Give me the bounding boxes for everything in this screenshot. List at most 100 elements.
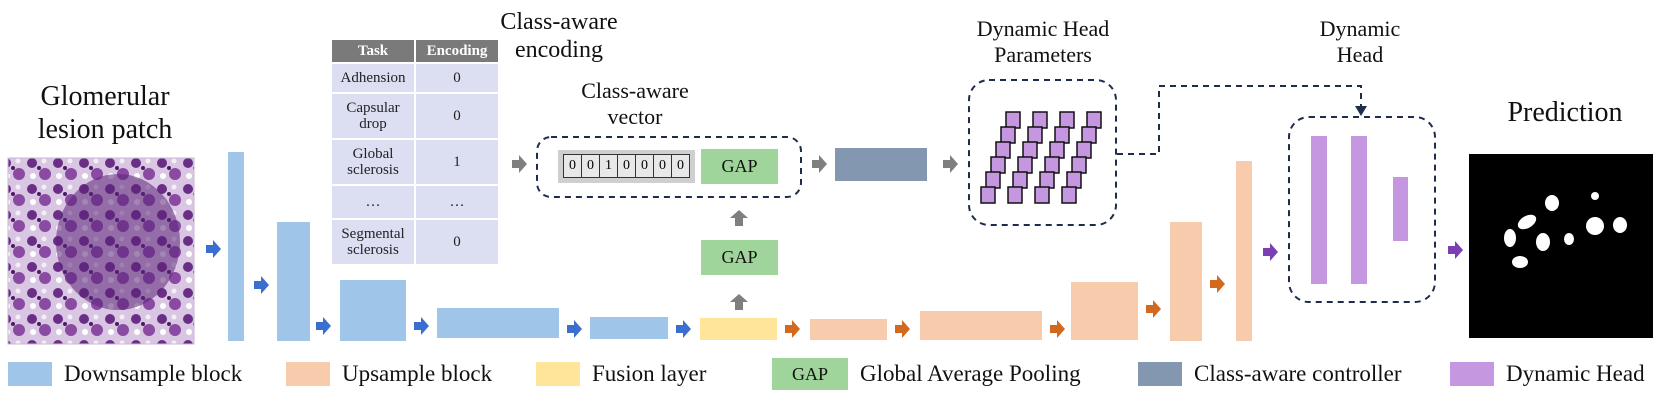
parameter-square — [1071, 156, 1087, 174]
parameter-stacks — [980, 111, 1102, 204]
task-cell: Capsular drop — [332, 94, 414, 138]
legend-swatch — [536, 362, 580, 386]
table-row: Capsular drop 0 — [332, 94, 498, 138]
parameter-square — [1076, 141, 1092, 159]
table-header-task: Task — [332, 40, 414, 62]
parameter-square — [1034, 186, 1050, 204]
legend-gap: GAP Global Average Pooling — [772, 358, 1081, 390]
parameter-square — [1039, 171, 1055, 189]
downsample-block-1 — [228, 152, 244, 341]
legend-label: Downsample block — [64, 361, 243, 386]
parameter-square — [1000, 126, 1016, 144]
legend-upsample: Upsample block — [286, 359, 492, 389]
dynamic-head-label: Dynamic Head — [1319, 16, 1401, 67]
parameter-square — [1007, 186, 1023, 204]
table-row: Global sclerosis 1 — [332, 140, 498, 184]
input-patch-label: Glomerular lesion patch — [37, 81, 173, 146]
class-aware-vector-label: Class-aware vector — [581, 78, 689, 129]
parameter-square — [1012, 171, 1028, 189]
legend-label: Global Average Pooling — [860, 361, 1081, 386]
dynamic-head-box — [1288, 116, 1436, 303]
encoding-cell: 0 — [416, 94, 498, 138]
blue-arrow — [254, 276, 269, 294]
gray-arrow-up — [730, 294, 748, 310]
gray-arrow-up — [730, 210, 748, 226]
prediction-label: Prediction — [1507, 97, 1623, 128]
parameter-square — [980, 186, 996, 204]
class-encoding-table: Task Encoding Adhension 0 Capsular drop … — [330, 38, 500, 266]
legend-downsample: Downsample block — [8, 359, 242, 389]
parameter-square — [1022, 141, 1038, 159]
table-row: Segmental sclerosis 0 — [332, 220, 498, 264]
gray-arrow-right — [943, 155, 958, 173]
blue-arrow — [676, 320, 691, 338]
vector-cell: 0 — [635, 154, 654, 178]
encoding-cell: 0 — [416, 220, 498, 264]
parameter-square — [1086, 111, 1102, 129]
downsample-block-2 — [277, 222, 310, 341]
purple-arrow — [1263, 243, 1278, 261]
legend-label: Fusion layer — [592, 361, 707, 386]
parameter-square — [1005, 111, 1021, 129]
legend-label: Dynamic Head — [1506, 361, 1645, 386]
fusion-layer — [700, 318, 777, 340]
blue-arrow — [316, 317, 331, 335]
upsample-block-5 — [1236, 161, 1252, 341]
encoding-cell: 0 — [416, 64, 498, 92]
dynamic-head-layer-1 — [1311, 136, 1327, 284]
vector-cell: 1 — [599, 154, 618, 178]
legend-swatch — [1450, 362, 1494, 386]
gap-block-middle: GAP — [701, 240, 778, 275]
gray-arrow-right — [512, 155, 527, 173]
glomerulus-tuft — [56, 174, 180, 310]
class-aware-controller — [835, 148, 927, 181]
dynamic-head-parameters-box — [968, 79, 1117, 226]
purple-arrow — [1448, 241, 1463, 259]
task-cell: Global sclerosis — [332, 140, 414, 184]
vector-cell: 0 — [581, 154, 600, 178]
blue-arrow — [567, 320, 582, 338]
legend-dynamic-head: Dynamic Head — [1450, 359, 1645, 389]
blue-arrow — [414, 317, 429, 335]
legend-swatch — [286, 362, 330, 386]
downsample-block-5 — [590, 317, 668, 339]
vector-cell: 0 — [617, 154, 636, 178]
blue-arrow — [206, 240, 221, 258]
predicted-lesions — [1504, 192, 1627, 268]
parameter-square — [1059, 111, 1075, 129]
vector-cell: 0 — [671, 154, 690, 178]
connector-arrowhead — [1355, 106, 1367, 116]
orange-arrow — [895, 320, 910, 338]
table-row: … … — [332, 186, 498, 218]
dynamic-head-layer-3 — [1393, 177, 1408, 241]
class-aware-vector-box — [536, 136, 802, 198]
parameter-square — [990, 156, 1006, 174]
dynamic-head-parameters-label: Dynamic Head Parameters — [976, 16, 1110, 67]
parameter-square — [1061, 186, 1077, 204]
prediction-mask — [1469, 154, 1653, 338]
legend-swatch — [1138, 362, 1182, 386]
orange-arrow — [785, 320, 800, 338]
table-row: Adhension 0 — [332, 64, 498, 92]
legend-label: Class-aware controller — [1194, 361, 1402, 386]
legend-fusion: Fusion layer — [536, 359, 706, 389]
vector-cell: 0 — [653, 154, 672, 178]
parameter-square — [1054, 126, 1070, 144]
legend-controller: Class-aware controller — [1138, 359, 1402, 389]
gray-arrow-right — [812, 155, 827, 173]
task-cell: … — [332, 186, 414, 218]
upsample-block-2 — [920, 311, 1042, 340]
parameter-square — [1044, 156, 1060, 174]
upsample-block-4 — [1170, 222, 1202, 341]
parameters-to-head-connector — [1117, 85, 1362, 155]
task-cell: Adhension — [332, 64, 414, 92]
parameter-square — [1049, 141, 1065, 159]
orange-arrow — [1210, 275, 1225, 293]
parameter-square — [1027, 126, 1043, 144]
parameter-square — [1032, 111, 1048, 129]
parameter-square — [985, 171, 1001, 189]
table-header-encoding: Encoding — [416, 40, 498, 62]
dynamic-head-layer-2 — [1351, 136, 1367, 284]
